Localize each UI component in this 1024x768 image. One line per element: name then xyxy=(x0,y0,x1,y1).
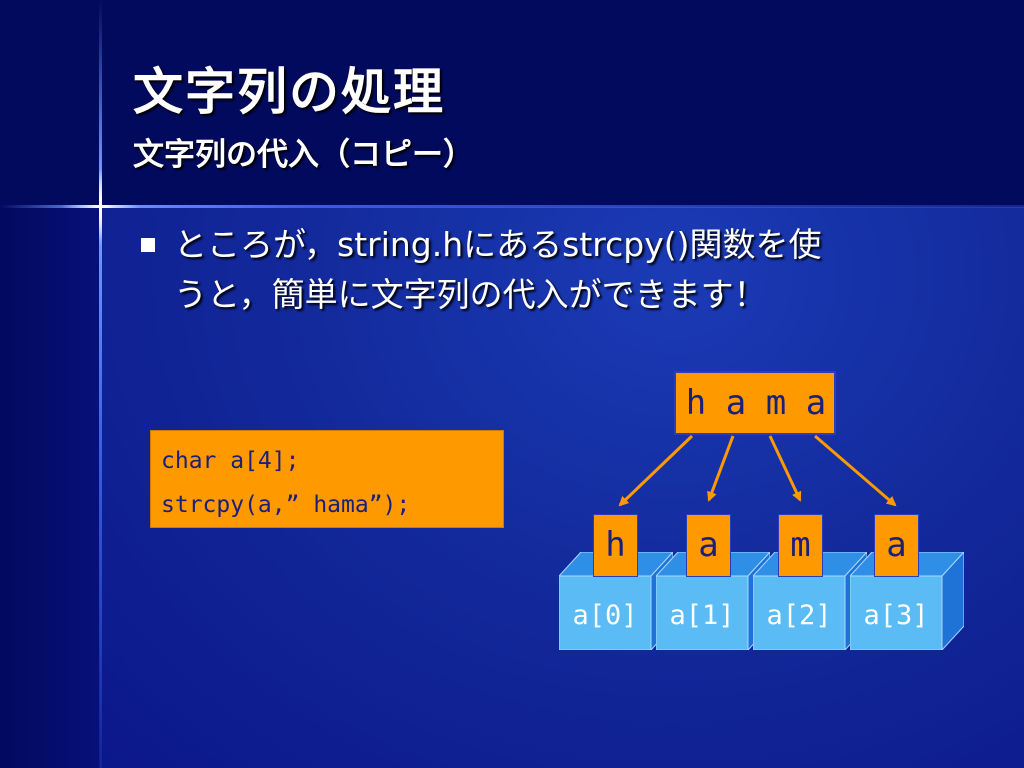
array-char-1: a xyxy=(686,514,731,577)
source-string-box: h a m a xyxy=(674,371,836,435)
bullet-text: ところが，string.hにあるstrcpy()関数を使 うと，簡単に文字列の代… xyxy=(174,220,974,320)
array-label-0: a[0] xyxy=(572,600,638,631)
array-label-1: a[1] xyxy=(669,600,735,631)
bullet-marker xyxy=(141,238,155,252)
code-line-1: char a[4]; xyxy=(161,448,300,474)
slide-subtitle: 文字列の代入（コピー） xyxy=(133,137,474,173)
bullet-line-1: ところが，string.hにあるstrcpy()関数を使 xyxy=(174,225,822,264)
source-char-0: h xyxy=(685,383,707,423)
array-char-2: m xyxy=(778,514,823,577)
slide-title: 文字列の処理 xyxy=(133,63,445,121)
bullet-line-2: うと，簡単に文字列の代入ができます！ xyxy=(174,275,767,314)
code-box: char a[4]; strcpy(a,” hama”); xyxy=(150,430,504,528)
array-label-2: a[2] xyxy=(766,600,832,631)
array-char-0: h xyxy=(593,514,638,577)
vertical-divider xyxy=(99,0,102,768)
source-char-2: m xyxy=(765,383,787,423)
horizontal-divider xyxy=(0,205,1024,208)
left-band xyxy=(0,207,100,768)
code-line-2: strcpy(a,” hama”); xyxy=(161,492,411,518)
sparkle-vertical xyxy=(99,170,102,240)
array-label-3: a[3] xyxy=(863,600,929,631)
source-char-3: a xyxy=(805,383,827,423)
array-char-3: a xyxy=(874,514,919,577)
title-band xyxy=(0,0,1024,207)
source-char-1: a xyxy=(725,383,747,423)
